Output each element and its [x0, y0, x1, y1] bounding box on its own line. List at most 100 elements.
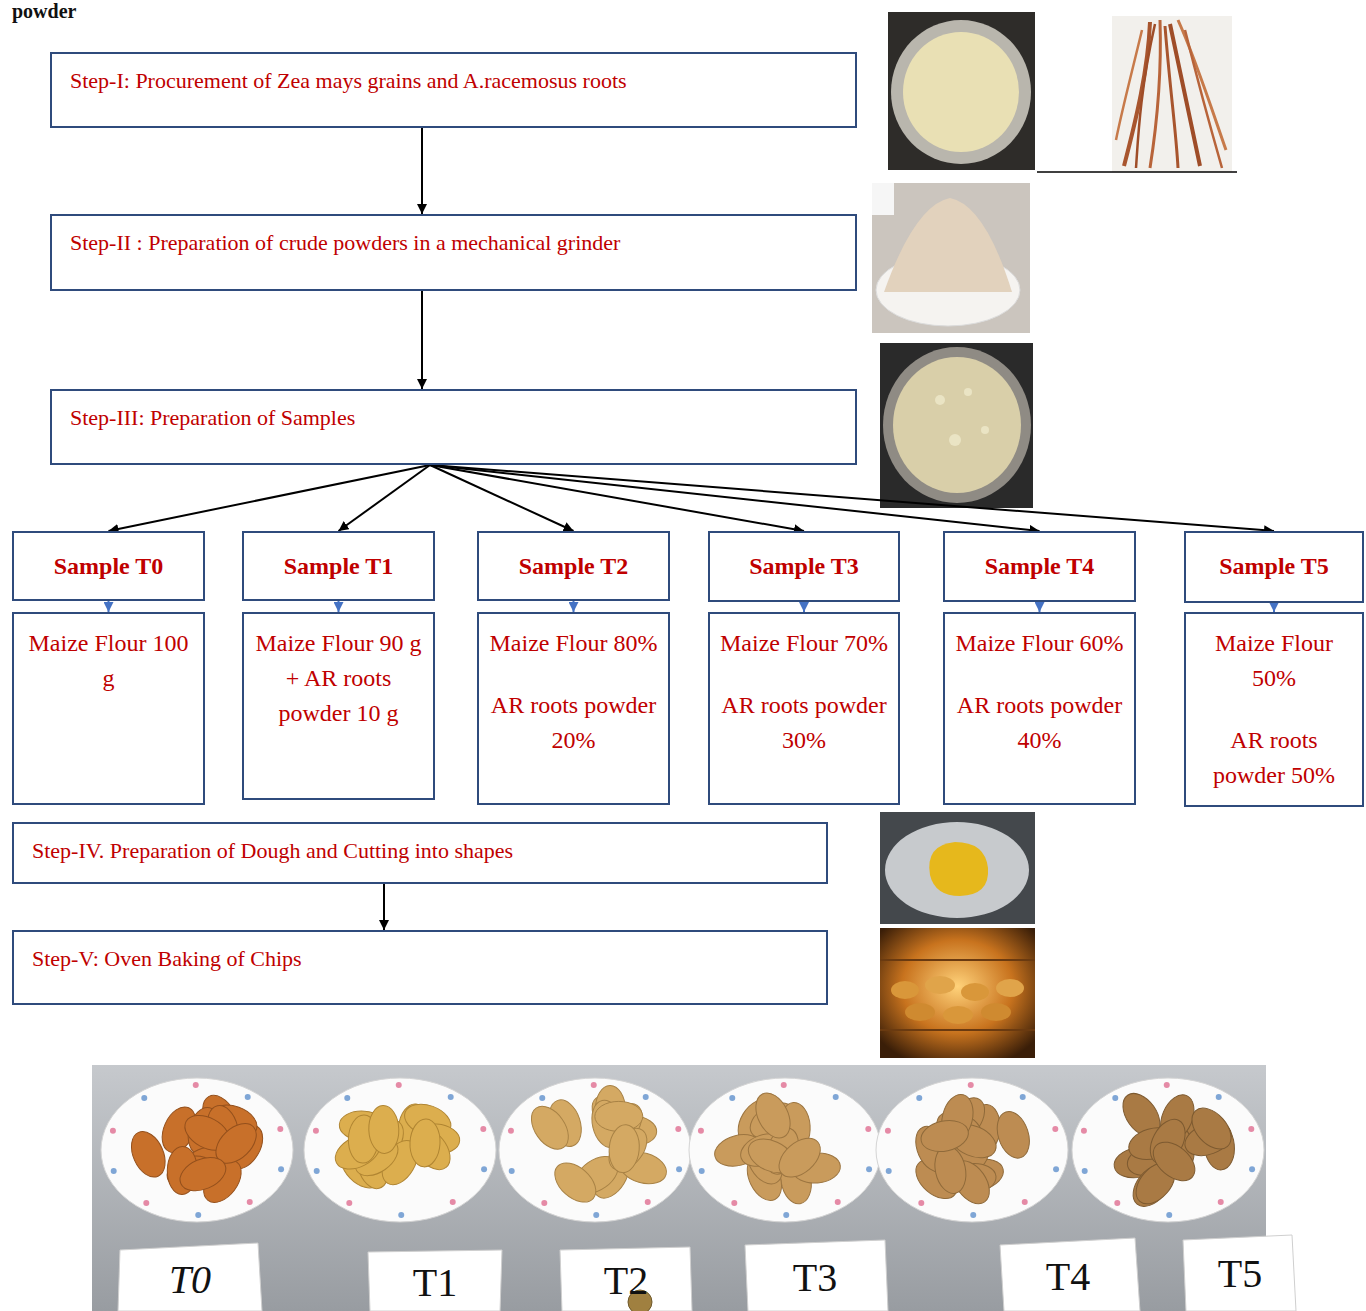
plate-flower	[835, 1199, 841, 1205]
chip	[905, 1003, 935, 1021]
chip	[409, 1118, 441, 1168]
plate-flower	[643, 1094, 649, 1100]
plate-flower	[480, 1126, 486, 1132]
composition-text: Maize Flour 50%	[1192, 626, 1356, 696]
step-text: Step-II : Preparation of crude powders i…	[70, 230, 837, 256]
plate-flower	[193, 1082, 199, 1088]
composition-text: Maize Flour 70%	[716, 626, 892, 661]
composition-text: Maize Flour 60%	[951, 626, 1128, 661]
heading-fragment: powder	[12, 0, 76, 22]
step-text: Step-IV. Preparation of Dough and Cuttin…	[32, 838, 808, 864]
plate-flower	[1082, 1168, 1088, 1174]
steel-plate	[883, 347, 1031, 503]
plate-flower	[481, 1166, 487, 1172]
plate-flower	[1218, 1199, 1224, 1205]
plate-flower	[247, 1199, 253, 1205]
powder-lump	[964, 388, 972, 396]
step-box: Step-V: Oven Baking of Chips	[12, 930, 828, 1005]
sample-header-box: Sample T1	[242, 531, 435, 601]
chip	[547, 1155, 603, 1209]
flow-arrow	[1273, 603, 1275, 612]
sample-tag: T0	[169, 1258, 211, 1302]
plate-flower	[508, 1128, 514, 1134]
chip	[961, 983, 989, 1001]
composition-box: Maize Flour 70% AR roots powder 30%	[708, 612, 900, 805]
label-card	[368, 1250, 502, 1311]
photo-ground	[880, 812, 1035, 924]
sample-tag: T1	[413, 1261, 457, 1305]
plate-flower	[676, 1166, 682, 1172]
plate	[304, 1078, 496, 1222]
flow-arrow	[803, 602, 805, 612]
powder-lump	[935, 395, 945, 405]
plate-flower	[1249, 1166, 1255, 1172]
flow-arrow	[573, 601, 575, 612]
flow-arrow	[430, 465, 1274, 531]
sample-header-box: Sample T5	[1184, 531, 1364, 603]
table-ground	[92, 1065, 1266, 1311]
root	[1170, 24, 1200, 166]
plate-flower	[1114, 1200, 1120, 1206]
dough-photo	[880, 812, 1035, 924]
photo-ground	[872, 183, 1030, 333]
plate	[876, 1078, 1068, 1222]
plate-flower	[591, 1082, 597, 1088]
sample-name: Sample T3	[714, 551, 894, 581]
chip	[925, 976, 955, 994]
sample-name: Sample T4	[949, 551, 1130, 581]
sample-name: Sample T2	[483, 551, 664, 581]
composition-box: Maize Flour 80%AR roots powder 20%	[477, 612, 670, 805]
plate-flower	[1248, 1126, 1254, 1132]
composition-text: AR roots powder 30%	[716, 688, 892, 758]
composition-text: AR roots powder 50%	[1192, 723, 1356, 793]
oven-rack	[880, 959, 1035, 961]
root	[1185, 30, 1222, 168]
chip	[368, 1105, 400, 1154]
plate-flower	[398, 1212, 404, 1218]
plate	[1072, 1078, 1264, 1222]
composition-text: Maize Flour 100 g	[20, 626, 197, 696]
plate-flower	[195, 1212, 201, 1218]
plate-flower	[277, 1126, 283, 1132]
plate-flower	[111, 1168, 117, 1174]
samples-photo	[92, 1065, 1296, 1311]
plate-flower	[593, 1212, 599, 1218]
photo-ground	[880, 343, 1033, 508]
flow-arrow	[1039, 602, 1041, 612]
sample-header-box: Sample T2	[477, 531, 670, 601]
step-box: Step-II : Preparation of crude powders i…	[50, 214, 857, 291]
plate-flower	[541, 1200, 547, 1206]
steel-plate	[891, 20, 1031, 164]
sample-tag: T4	[1046, 1255, 1090, 1299]
photo-ground	[1112, 16, 1232, 172]
container	[872, 183, 894, 215]
flow-arrow	[430, 465, 1040, 531]
chip	[918, 1116, 971, 1155]
chip	[772, 1131, 828, 1185]
plate-flower	[970, 1212, 976, 1218]
label-card	[1000, 1238, 1140, 1311]
roots-photo	[1112, 16, 1232, 172]
plate-flower	[1081, 1128, 1087, 1134]
composition-box: Maize Flour 90 g + AR roots powder 10 g	[242, 612, 435, 800]
plate-flower	[781, 1082, 787, 1088]
dough-ball	[929, 842, 988, 896]
chip	[125, 1126, 172, 1182]
plate-flower	[1053, 1166, 1059, 1172]
step-box: Step-III: Preparation of Samples	[50, 389, 857, 465]
powder-lump	[949, 434, 961, 446]
oven-photo	[880, 928, 1035, 1058]
plate	[499, 1078, 691, 1222]
flow-arrow	[339, 465, 431, 531]
sample-header-box: Sample T3	[708, 531, 900, 602]
sample-tag: T3	[793, 1256, 837, 1300]
plate-flower	[448, 1094, 454, 1100]
plate-flower	[143, 1200, 149, 1206]
plate-flower	[885, 1128, 891, 1134]
plate-flower	[1166, 1212, 1172, 1218]
sample-tag: T2	[604, 1259, 648, 1303]
step-text: Step-V: Oven Baking of Chips	[32, 946, 808, 972]
chip	[992, 1107, 1035, 1162]
composition-text: Maize Flour 80%	[485, 626, 662, 661]
